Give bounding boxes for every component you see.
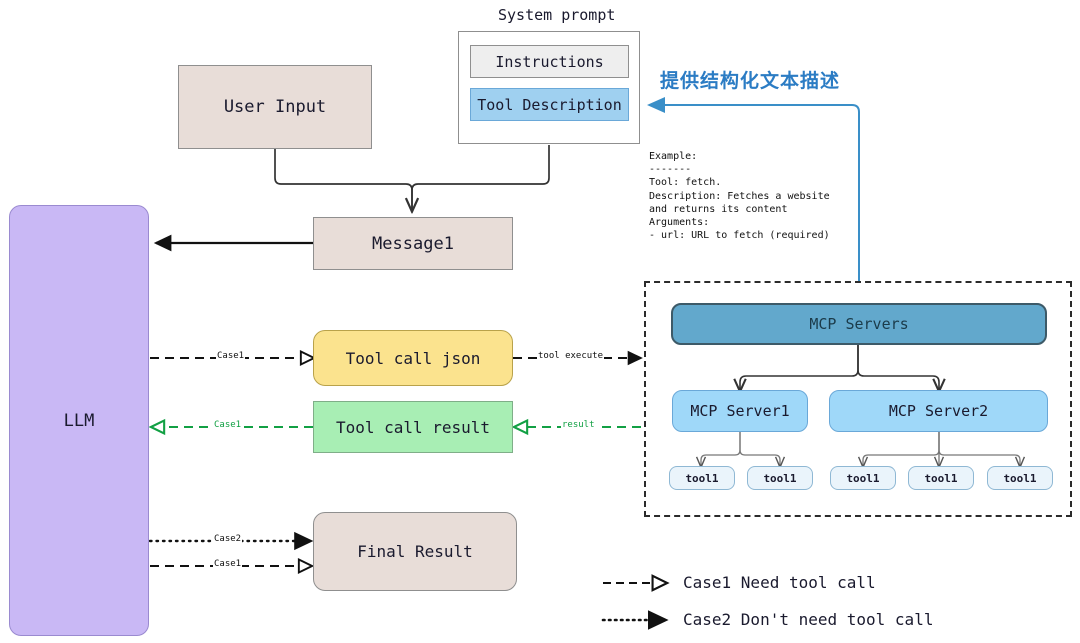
edge-label-case1-result: Case1 <box>213 420 243 430</box>
tool-box[interactable]: tool1 <box>747 466 813 490</box>
example-text-block: Example: ------- Tool: fetch. Descriptio… <box>649 151 830 242</box>
system-prompt-caption: System prompt <box>498 6 616 24</box>
final-result-box[interactable]: Final Result <box>313 512 517 591</box>
tool-box[interactable]: tool1 <box>908 466 974 490</box>
mcp-servers-group <box>644 281 1072 517</box>
edge-label-case2-final: Case2 <box>213 534 243 544</box>
tool-box[interactable]: tool1 <box>987 466 1053 490</box>
user-input-box[interactable]: User Input <box>178 65 372 149</box>
legend-item-case1-label: Case1 Need tool call <box>683 573 876 592</box>
tool-call-result-box[interactable]: Tool call result <box>313 401 513 453</box>
mcp-servers-header[interactable]: MCP Servers <box>671 303 1047 345</box>
edge-label-tool-execute: tool execute <box>537 351 605 361</box>
tool-description-box[interactable]: Tool Description <box>470 88 629 121</box>
message1-box[interactable]: Message1 <box>313 217 513 270</box>
llm-box[interactable]: LLM <box>9 205 149 636</box>
legend-item-case2-label: Case2 Don't need tool call <box>683 610 934 629</box>
edge-label-case1-final: Case1 <box>213 559 243 569</box>
edge-label-case1-json: Case1 <box>216 351 246 361</box>
tool-call-json-box[interactable]: Tool call json <box>313 330 513 386</box>
chinese-annotation: 提供结构化文本描述 <box>660 70 841 92</box>
edge-label-result: result <box>561 420 596 430</box>
mcp-server1-box[interactable]: MCP Server1 <box>672 390 808 432</box>
tool-box[interactable]: tool1 <box>669 466 735 490</box>
tool-box[interactable]: tool1 <box>830 466 896 490</box>
mcp-server2-box[interactable]: MCP Server2 <box>829 390 1048 432</box>
instructions-box[interactable]: Instructions <box>470 45 629 78</box>
